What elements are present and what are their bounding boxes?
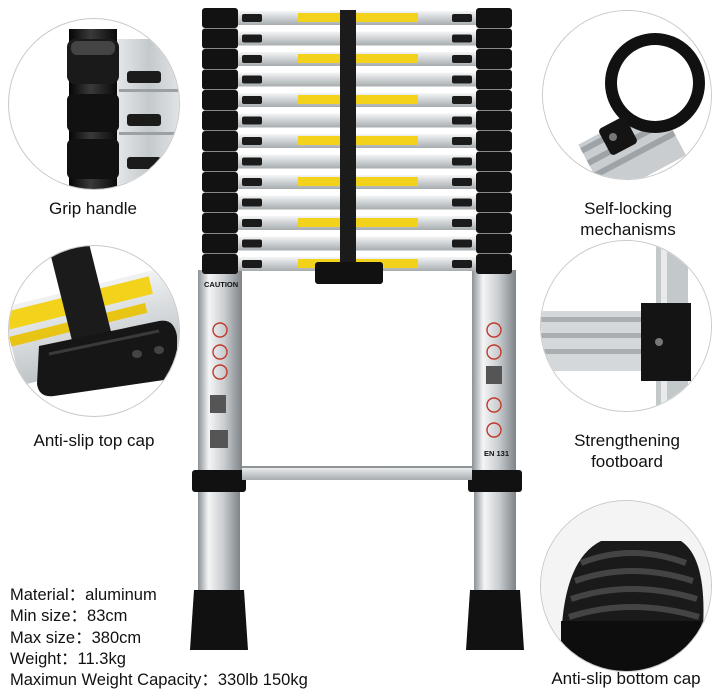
ladder-rung: [202, 172, 512, 192]
footboard-caption-line2: footboard: [591, 452, 663, 471]
self-locking-caption: Self-locking mechanisms: [548, 198, 708, 240]
ladder-rung: [202, 110, 512, 131]
footboard-caption-line1: Strengthening: [574, 431, 680, 450]
ladder-rung: [202, 131, 512, 151]
footboard-caption: Strengthening footboard: [545, 430, 709, 472]
spec-max-size: Max size：380cm: [10, 628, 142, 647]
grip-handle-caption: Grip handle: [49, 199, 137, 218]
spec-weight: Weight：11.3kg: [10, 649, 126, 668]
en131-label: EN 131: [484, 449, 509, 458]
ladder-rung: [202, 192, 512, 213]
ladder-rung: [202, 49, 512, 69]
ladder-rung: [202, 90, 512, 110]
ladder-rung: [202, 8, 512, 28]
self-locking-caption-line2: mechanisms: [580, 220, 676, 239]
ladder-rung: [202, 233, 512, 254]
spec-min-size: Min size：83cm: [10, 607, 128, 626]
specifications-list: Material：aluminum Min size：83cm Max size…: [10, 585, 308, 691]
telescopic-ladder-illustration: CAUTION EN 131: [190, 8, 524, 650]
top-cap-closeup-icon: [8, 245, 180, 417]
ladder-rung: [202, 151, 512, 172]
ladder-rungs: [202, 8, 512, 274]
ladder-rung: [202, 28, 512, 49]
grip-handle-closeup-icon: [8, 18, 180, 190]
ladder-rung: [202, 213, 512, 233]
top-cap-caption: Anti-slip top cap: [33, 431, 155, 450]
locking-ring-closeup-icon: [542, 10, 712, 180]
ladder-rung: [202, 69, 512, 90]
spec-material: Material：aluminum: [10, 586, 157, 604]
caution-label: CAUTION: [204, 280, 238, 289]
bottom-cap-closeup-icon: [540, 500, 712, 672]
footboard-closeup-icon: [540, 240, 712, 412]
self-locking-caption-line1: Self-locking: [584, 199, 672, 218]
spec-capacity: Maximun Weight Capacity：330lb 150kg: [10, 671, 308, 690]
bottom-cap-caption: Anti-slip bottom cap: [551, 669, 701, 688]
